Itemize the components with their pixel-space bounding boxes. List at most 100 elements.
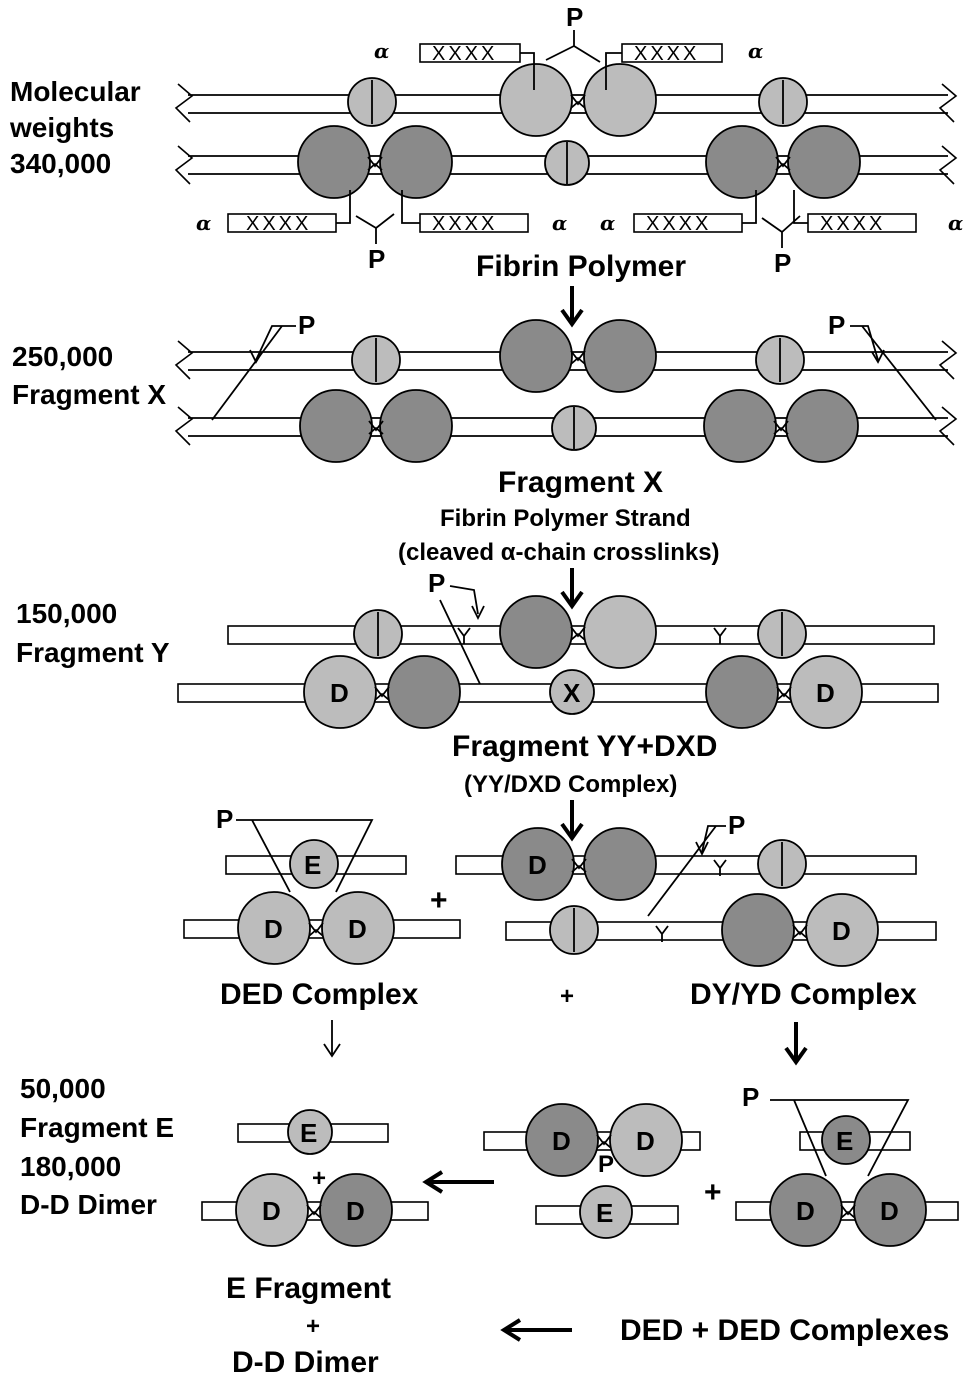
fragment-e-side-label: Fragment E [20,1112,174,1143]
break-mark [174,340,194,380]
fragment-x-title: Fragment X [498,466,663,499]
d-letter: D [816,678,835,708]
ded-ded-complexes-label: DED + DED Complexes [620,1314,949,1347]
d-domain [789,655,863,729]
d-domain [705,125,779,199]
plasmin-label: P [742,1082,759,1112]
d-domain [379,389,453,463]
plasmin-label: P [728,810,745,840]
mw-250000: 250,000 [12,341,113,372]
d-letter: D [832,916,851,946]
down-arrow [560,286,584,328]
fragment-x-side-label: Fragment X [12,379,166,410]
mw-50000: 50,000 [20,1073,106,1104]
d-domain [499,595,573,669]
dd-dimer-side-label: D-D Dimer [20,1189,157,1220]
d-domain [785,389,859,463]
d-domain [237,891,311,965]
break-mark [174,406,194,446]
plus-sign: + [430,884,448,917]
d-letter: D [636,1126,655,1156]
d-letter: D [552,1126,571,1156]
plasmin-label: P [828,310,845,340]
d-letter: D [528,850,547,880]
plasmin-label: P [216,804,233,834]
down-arrow [784,1022,808,1066]
plus-between-complexes: + [560,983,574,1010]
d-domain [387,655,461,729]
e-domain [821,1115,871,1165]
d-domain [321,891,395,965]
d-domain [853,1173,927,1247]
e-letter: E [300,1118,317,1148]
fibrin-polymer-strand-label: Fibrin Polymer Strand [440,505,691,532]
ded-complex-structure: E D D P [183,804,461,965]
d-letter: D [262,1196,281,1226]
fibrin-polymer-label: Fibrin Polymer [476,250,686,283]
e-letter: E [304,850,321,880]
d-domain [501,827,575,901]
e-letter: E [836,1126,853,1156]
mw-label-molecular: Molecular [10,76,141,107]
alpha-label: α [600,211,615,235]
mw-label-weights: weights [9,112,114,143]
cleavage-mark [457,627,471,644]
d-domain [703,389,777,463]
crosslink-label: XXXX [432,43,497,65]
left-arrow [422,1170,494,1194]
e-domain [579,1185,633,1239]
break-mark [938,406,958,446]
e-fragment-label: E Fragment [226,1272,391,1305]
d-domain [303,655,377,729]
d-letter: D [348,914,367,944]
cleaved-crosslinks-label: (cleaved α-chain crosslinks) [398,539,720,566]
d-domain [379,125,453,199]
d-letter: D [796,1196,815,1226]
d-domain [299,389,373,463]
plasmin-label: P [368,244,385,274]
d-domain [583,595,657,669]
plasmin-label: P [774,248,791,278]
left-arrow [500,1318,572,1342]
fragment-x-structure: P P [174,310,958,463]
plasmin-label: P [598,1151,614,1178]
d-letter: D [880,1196,899,1226]
d-domain [769,1173,843,1247]
yy-dxd-complex-label: (YY/DXD Complex) [464,771,677,798]
molecular-weight-labels: Molecular weights 340,000 250,000 Fragme… [9,76,174,1220]
break-mark [174,145,194,185]
d-domain [583,827,657,901]
d-domain [583,319,657,393]
e-domain [287,1109,333,1155]
alpha-label: α [196,211,211,235]
d-domain [805,893,879,967]
d-domain [609,1103,683,1177]
break-mark [938,145,958,185]
crosslink-label: XXXX [646,213,711,235]
dy-yd-complex-structure: D D P [455,810,937,967]
cleavage-mark [655,925,669,942]
d-domain [319,1173,393,1247]
plus-small: + [312,1165,326,1192]
break-mark [174,83,194,123]
fragment-yy-dxd-structure: D X D P [177,568,939,729]
fragment-y-side-label: Fragment Y [16,637,170,668]
fragment-yy-dxd-label: Fragment YY+DXD [452,730,717,763]
alpha-label: α [552,211,567,235]
d-domain [235,1173,309,1247]
down-arrow [560,800,584,842]
break-mark [938,83,958,123]
alpha-label: α [748,39,763,63]
down-arrow-thin [323,1020,341,1058]
mw-180000: 180,000 [20,1151,121,1182]
d-domain [525,1103,599,1177]
ded-ded-complexes-structure: D D P E + E D D P [483,1082,959,1247]
plasmin-label: P [566,2,583,32]
d-domain [787,125,861,199]
dd-dimer-bottom-label: D-D Dimer [232,1346,379,1379]
alpha-label: α [948,211,963,235]
d-letter: D [264,914,283,944]
crosslink-label: XXXX [634,43,699,65]
d-domain [705,655,779,729]
